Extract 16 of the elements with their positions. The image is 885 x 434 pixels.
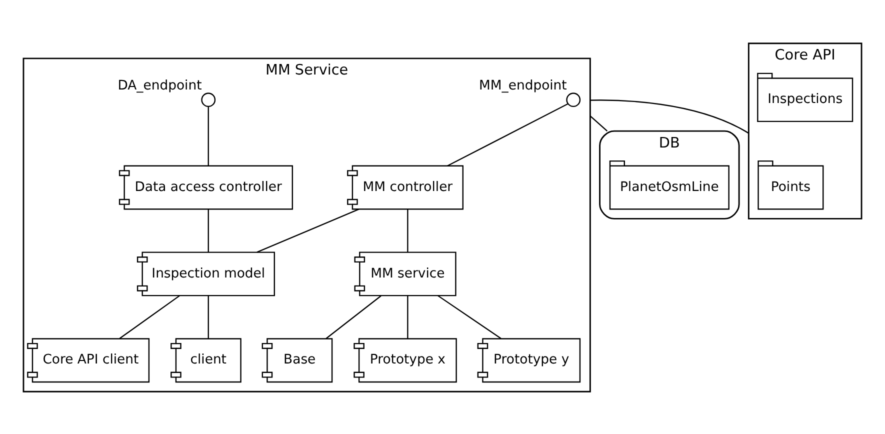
connector (208, 208, 209, 252)
connector (208, 295, 209, 338)
connector (447, 102, 568, 166)
connector (326, 294, 382, 339)
connector (407, 208, 408, 252)
connector (590, 99, 749, 134)
node-circle (201, 92, 216, 107)
node-label: DA_endpoint (118, 78, 202, 93)
node-label: MM_endpoint (479, 78, 567, 93)
connector (208, 106, 209, 166)
connector (590, 115, 608, 131)
connector (438, 294, 502, 339)
connector (256, 208, 360, 252)
node-circle (566, 92, 581, 107)
connector (119, 294, 180, 339)
connector (407, 295, 408, 338)
